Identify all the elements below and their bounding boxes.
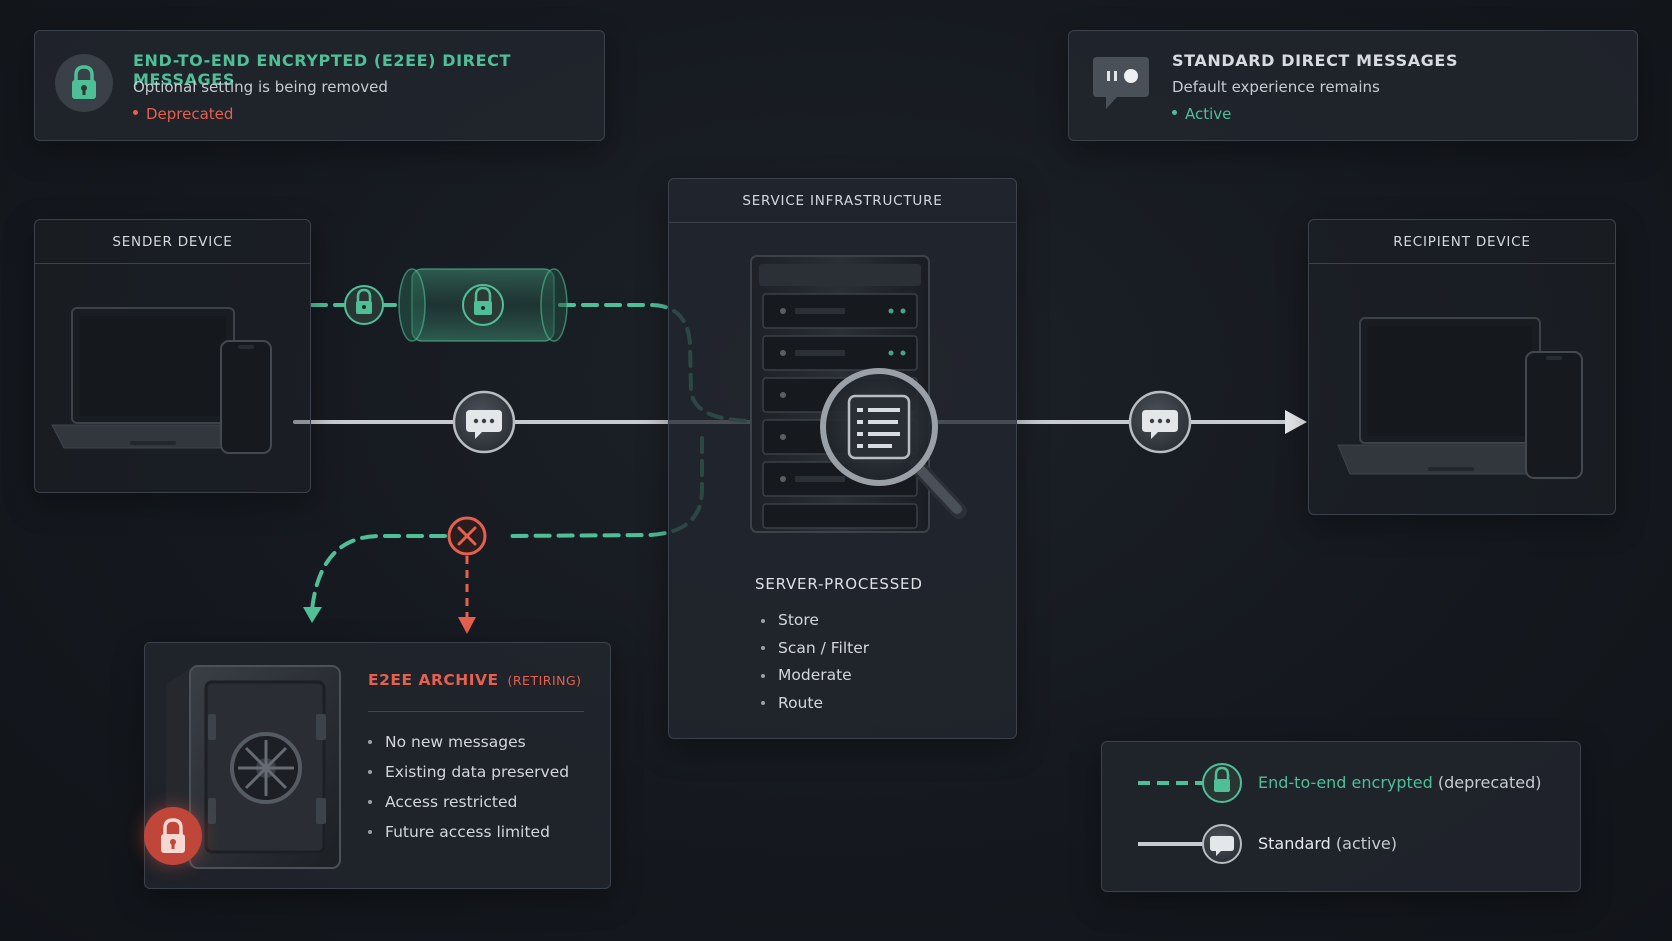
server-processed-list: Store Scan / Filter Moderate Route [761,607,869,717]
recipient-device-title: RECIPIENT DEVICE [1309,220,1615,264]
e2ee-status-text: Deprecated [146,105,234,123]
list-item: Existing data preserved [368,757,569,787]
standard-status-text: Active [1185,105,1232,123]
server-rack-icon [750,255,967,533]
blocked-flow-line [458,556,476,634]
list-item: No new messages [368,727,569,757]
list-item: Route [761,690,869,718]
service-infrastructure-box: SERVICE INFRASTRUCTURE SERVER-PR [668,178,1017,739]
flow-chat-icon-right [1128,390,1192,454]
safe-icon [166,665,341,869]
flow-lock-icon [344,285,384,325]
server-processed-title: SERVER-PROCESSED [755,575,923,593]
tunnel-lock-icon [462,284,504,326]
lock-icon [55,54,113,112]
archive-list: No new messages Existing data preserved … [368,727,569,847]
archive-title: E2EE ARCHIVE (RETIRING) [368,671,582,689]
blocked-x-icon [447,516,487,556]
recipient-device-box: RECIPIENT DEVICE [1308,219,1616,515]
legend-standard-label: Standard (active) [1258,834,1397,853]
standard-status-badge: Active [1172,105,1231,123]
standard-banner-subtitle: Default experience remains [1172,78,1380,96]
chat-bubble-icon [1091,53,1151,113]
legend-standard-swatch [1138,824,1242,864]
standard-banner-title: STANDARD DIRECT MESSAGES [1172,51,1459,70]
magnifier-icon [820,368,967,519]
archive-divider [368,711,584,712]
legend-encrypted-label: End-to-end encrypted (deprecated) [1258,773,1541,792]
sender-device-box: SENDER DEVICE [34,219,311,493]
archive-title-text: E2EE ARCHIVE [368,671,499,689]
e2ee-banner: END-TO-END ENCRYPTED (E2EE) DIRECT MESSA… [34,30,605,141]
e2ee-banner-title: END-TO-END ENCRYPTED (E2EE) DIRECT MESSA… [133,51,511,89]
list-item: Access restricted [368,787,569,817]
sender-laptop-icon [51,307,255,449]
list-item: Scan / Filter [761,635,869,663]
encrypted-tunnel-icon [398,268,568,342]
list-item: Moderate [761,662,869,690]
e2ee-banner-subtitle: Optional setting is being removed [133,78,388,96]
list-item: Future access limited [368,817,569,847]
recipient-laptop-icon [1337,317,1563,475]
standard-banner: STANDARD DIRECT MESSAGES Default experie… [1068,30,1638,141]
archive-retiring-tag: (RETIRING) [507,673,582,688]
e2ee-archive-box: E2EE ARCHIVE (RETIRING) No new messages … [144,642,611,889]
flow-chat-icon [452,390,516,454]
legend-box: End-to-end encrypted (deprecated) Standa… [1101,741,1581,892]
legend-encrypted-note: (deprecated) [1437,773,1542,792]
legend-standard-note: (active) [1335,834,1398,853]
recipient-phone-icon [1525,351,1583,479]
service-infrastructure-title: SERVICE INFRASTRUCTURE [669,179,1016,223]
list-item: Store [761,607,869,635]
e2ee-status-badge: Deprecated [133,105,233,123]
legend-standard-text: Standard [1258,834,1331,853]
sender-device-title: SENDER DEVICE [35,220,310,264]
legend-encrypted-text: End-to-end encrypted [1258,773,1433,792]
archive-lock-icon [144,807,202,865]
archive-arrow-green [303,607,322,623]
legend-encrypted-swatch [1138,763,1242,803]
sender-phone-icon [220,340,272,454]
